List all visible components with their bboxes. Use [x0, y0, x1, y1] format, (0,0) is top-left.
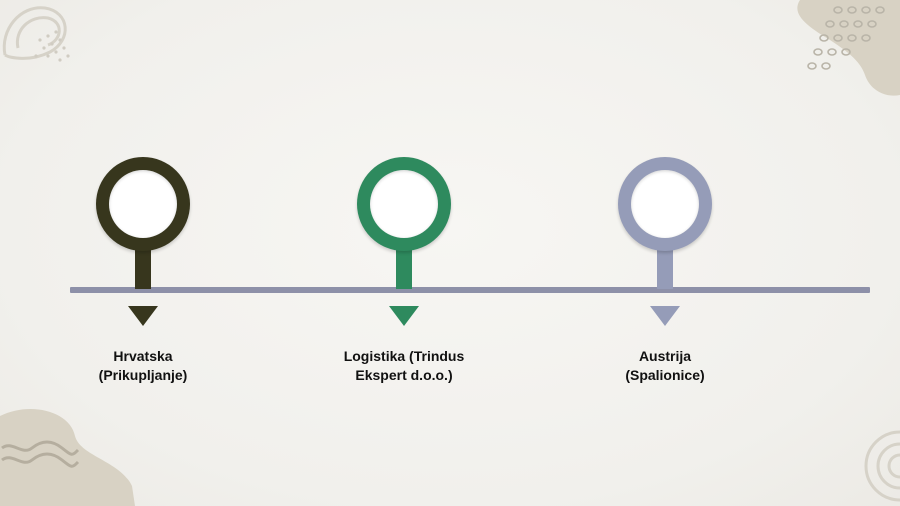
- marker-hole: [631, 170, 699, 238]
- marker-pointer-icon: [650, 306, 680, 326]
- timeline-marker-1: [96, 157, 190, 327]
- marker-hole: [370, 170, 438, 238]
- marker-hole: [109, 170, 177, 238]
- timeline-label-3: Austrija (Spalionice): [565, 347, 765, 385]
- label-line-1: Austrija: [638, 348, 692, 364]
- decor-rings-bottom-right: [864, 430, 900, 502]
- label-line-1: Logistika (Trindus: [343, 348, 465, 364]
- timeline-label-2: Logistika (Trindus Ekspert d.o.o.): [304, 347, 504, 385]
- timeline-marker-2: [357, 157, 451, 327]
- label-line-2: Ekspert d.o.o.): [355, 367, 453, 383]
- timeline-label-1: Hrvatska (Prikupljanje): [43, 347, 243, 385]
- marker-stem: [396, 245, 412, 289]
- label-line-1: Hrvatska: [113, 348, 173, 364]
- marker-pointer-icon: [389, 306, 419, 326]
- timeline-marker-3: [618, 157, 712, 327]
- decor-blob-top-right: [797, 0, 900, 96]
- decor-blob-bottom-left: [0, 408, 135, 506]
- label-line-2: (Spalionice): [625, 367, 705, 383]
- label-line-2: (Prikupljanje): [98, 367, 188, 383]
- marker-stem: [135, 245, 151, 289]
- marker-pointer-icon: [128, 306, 158, 326]
- decor-swirl-top-left: [2, 6, 70, 62]
- marker-stem: [657, 245, 673, 289]
- timeline-line: [70, 287, 870, 293]
